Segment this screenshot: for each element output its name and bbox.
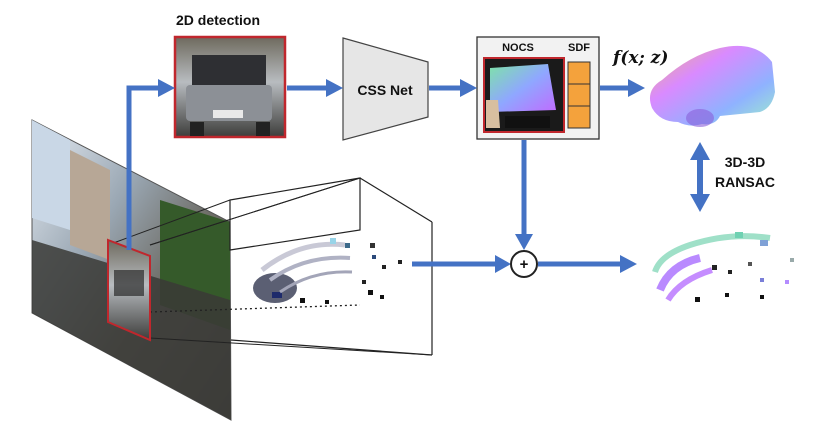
dotted-ray bbox=[149, 304, 361, 313]
css-net-label: CSS Net bbox=[357, 82, 413, 98]
css-net-block bbox=[342, 37, 429, 141]
scene-detection-crop bbox=[107, 238, 151, 342]
fusion-plus-node bbox=[510, 250, 538, 278]
sdf-car-shape bbox=[649, 45, 775, 127]
ransac-line-1: 3D-3D bbox=[724, 154, 766, 170]
sdf-label: SDF bbox=[568, 42, 590, 54]
detection-crop-image bbox=[173, 35, 287, 139]
lidar-point-cloud bbox=[253, 238, 402, 304]
plus-symbol: + bbox=[520, 256, 529, 273]
point-cloud-box bbox=[229, 177, 433, 356]
flow-arrows bbox=[126, 79, 710, 273]
sdf-vector bbox=[567, 61, 591, 129]
nocs-map bbox=[483, 57, 565, 133]
ransac-label: 3D-3D RANSAC bbox=[700, 152, 790, 192]
ransac-line-2: RANSAC bbox=[715, 174, 775, 190]
shape-function-label: f(x; z) bbox=[613, 48, 669, 68]
detection-title: 2D detection bbox=[176, 12, 261, 28]
aligned-point-cloud bbox=[652, 232, 794, 302]
nocs-label: NOCS bbox=[502, 42, 534, 54]
